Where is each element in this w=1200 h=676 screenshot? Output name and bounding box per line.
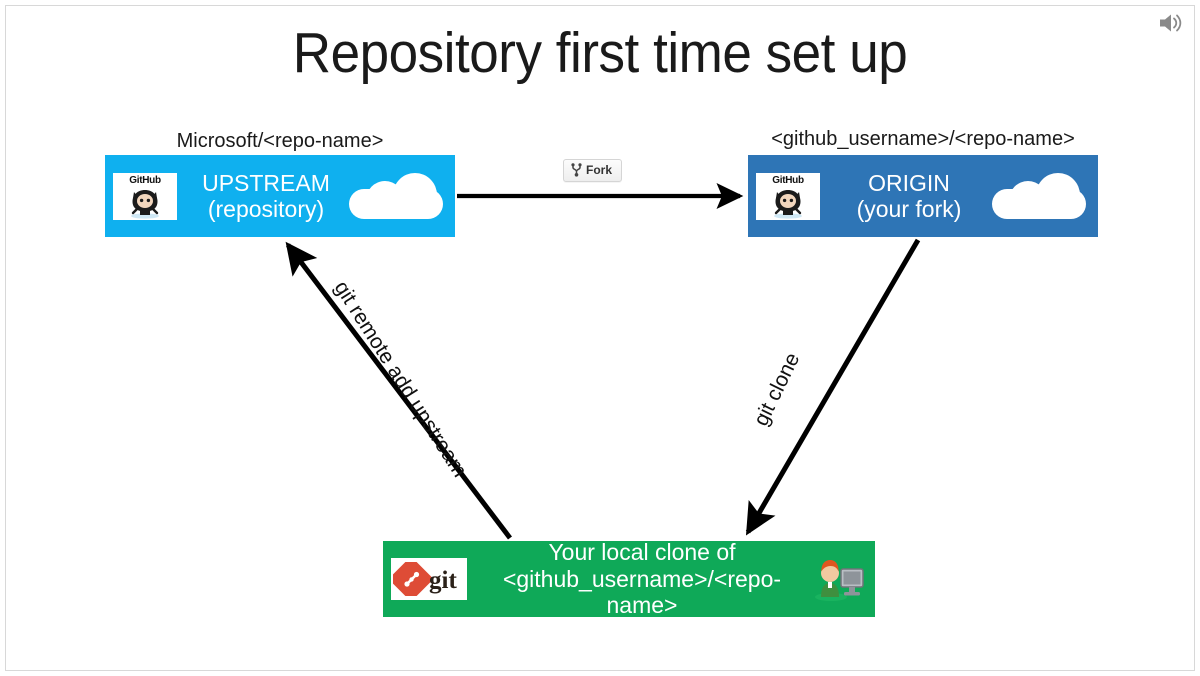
- git-logo-icon: git: [393, 562, 457, 596]
- local-clone-label: Your local clone of <github_username>/<r…: [467, 539, 811, 618]
- git-logo: git: [391, 558, 467, 600]
- upstream-box[interactable]: GitHub UPSTREAM (repository): [105, 155, 455, 237]
- local-clone-label-line2: <github_username>/<repo-name>: [502, 565, 782, 619]
- github-wordmark: GitHub: [772, 174, 804, 186]
- cloud-icon: [349, 173, 443, 219]
- fork-icon: [571, 163, 582, 177]
- origin-caption: <github_username>/<repo-name>: [771, 128, 1075, 150]
- cloud-icon: [992, 173, 1086, 219]
- origin-label-line1: ORIGIN: [868, 169, 950, 196]
- upstream-label: UPSTREAM (repository): [177, 170, 349, 223]
- github-octocat-icon: [131, 189, 159, 219]
- upstream-caption: Microsoft/<repo-name>: [176, 130, 384, 152]
- arrow-label-git-clone: git clone: [749, 349, 805, 430]
- origin-label: ORIGIN (your fork): [820, 170, 992, 223]
- github-logo: GitHub: [113, 172, 177, 220]
- github-wordmark: GitHub: [129, 174, 161, 186]
- arrow-label-git-remote-add-upstream: git remote add upstream: [329, 277, 472, 482]
- local-clone-label-line1: Your local clone of: [548, 539, 736, 566]
- github-octocat-icon: [774, 189, 802, 219]
- svg-text:git: git: [429, 567, 457, 594]
- github-logo: GitHub: [756, 172, 820, 220]
- fork-button-label: Fork: [586, 163, 613, 177]
- origin-box[interactable]: GitHub ORIGIN (your fork): [748, 155, 1098, 237]
- upstream-label-line1: UPSTREAM: [202, 169, 330, 196]
- page-title: Repository first time set up: [292, 21, 908, 85]
- local-clone-box[interactable]: git Your local clone of <github_username…: [383, 539, 875, 618]
- origin-label-line2: (your fork): [856, 196, 962, 222]
- person-at-computer-icon: [815, 560, 864, 601]
- speaker-icon[interactable]: [1156, 8, 1186, 38]
- upstream-label-line2: (repository): [207, 196, 325, 222]
- fork-button[interactable]: Fork: [563, 159, 623, 182]
